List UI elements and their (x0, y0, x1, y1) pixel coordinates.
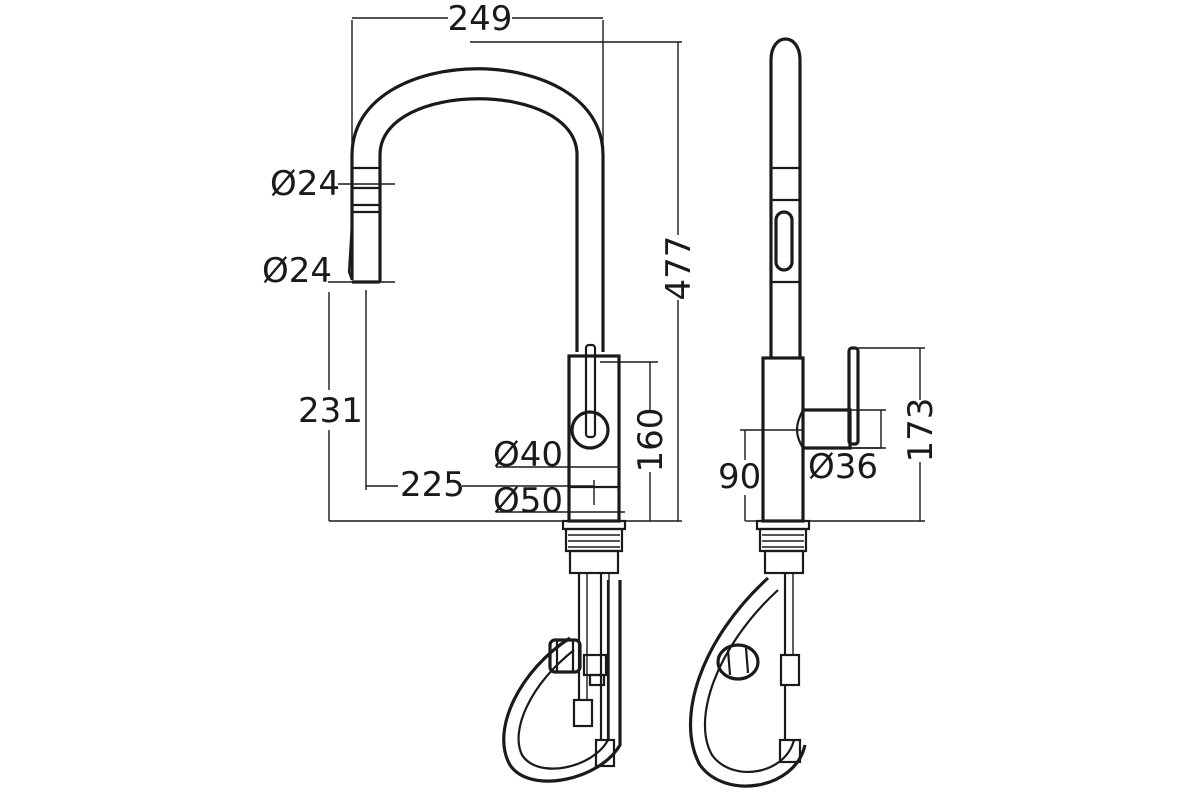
dim-height-label: 477 (659, 236, 699, 301)
dim-body-height: 160 (631, 408, 671, 473)
side-pullout-hose-inner (704, 589, 796, 773)
dim-width-label: 249 (448, 0, 513, 39)
side-view: 173 90 Ø36 (688, 37, 941, 788)
dim-lever-axis-height: 90 (718, 457, 761, 497)
dim-spray-bottom-diameter: Ø24 (262, 251, 332, 291)
side-weight-groove (744, 647, 750, 674)
dim-base-diameter: Ø50 (493, 481, 563, 521)
hose-weight (548, 638, 582, 674)
pullout-hose-outer (502, 580, 622, 783)
side-hose-fitting (779, 653, 801, 687)
side-spout-outline (769, 37, 802, 358)
front-view: 249 477 Ø24 Ø24 231 225 Ø40 Ø50 (262, 0, 699, 783)
side-hose-fitting (778, 738, 802, 764)
hose-fitting (572, 698, 594, 728)
side-lever-handle (847, 346, 860, 446)
spray-head-button (347, 221, 354, 281)
spray-mode-button (774, 210, 794, 272)
lever-cap (570, 410, 610, 450)
dim-outlet-height: 231 (298, 391, 363, 431)
side-mounting-nut (763, 549, 805, 575)
dim-lever-diameter: Ø36 (808, 447, 878, 487)
side-pullout-hose-outer (688, 576, 807, 788)
lever-handle (584, 343, 597, 439)
side-weight-groove (726, 649, 732, 676)
dim-body-diameter: Ø40 (493, 435, 563, 475)
dim-reach: 225 (400, 465, 465, 505)
mounting-nut (568, 549, 620, 575)
spout-outer-outline (350, 67, 605, 352)
side-lever-arm (803, 408, 852, 450)
spout-inner-outline (378, 97, 579, 352)
pullout-hose-inner (517, 580, 610, 770)
dim-spray-top-diameter: Ø24 (270, 164, 340, 204)
dim-lever-height: 173 (901, 398, 941, 463)
hose-valve-knob (588, 673, 606, 687)
side-hose-weight (716, 643, 760, 681)
side-faucet-body (761, 356, 805, 523)
